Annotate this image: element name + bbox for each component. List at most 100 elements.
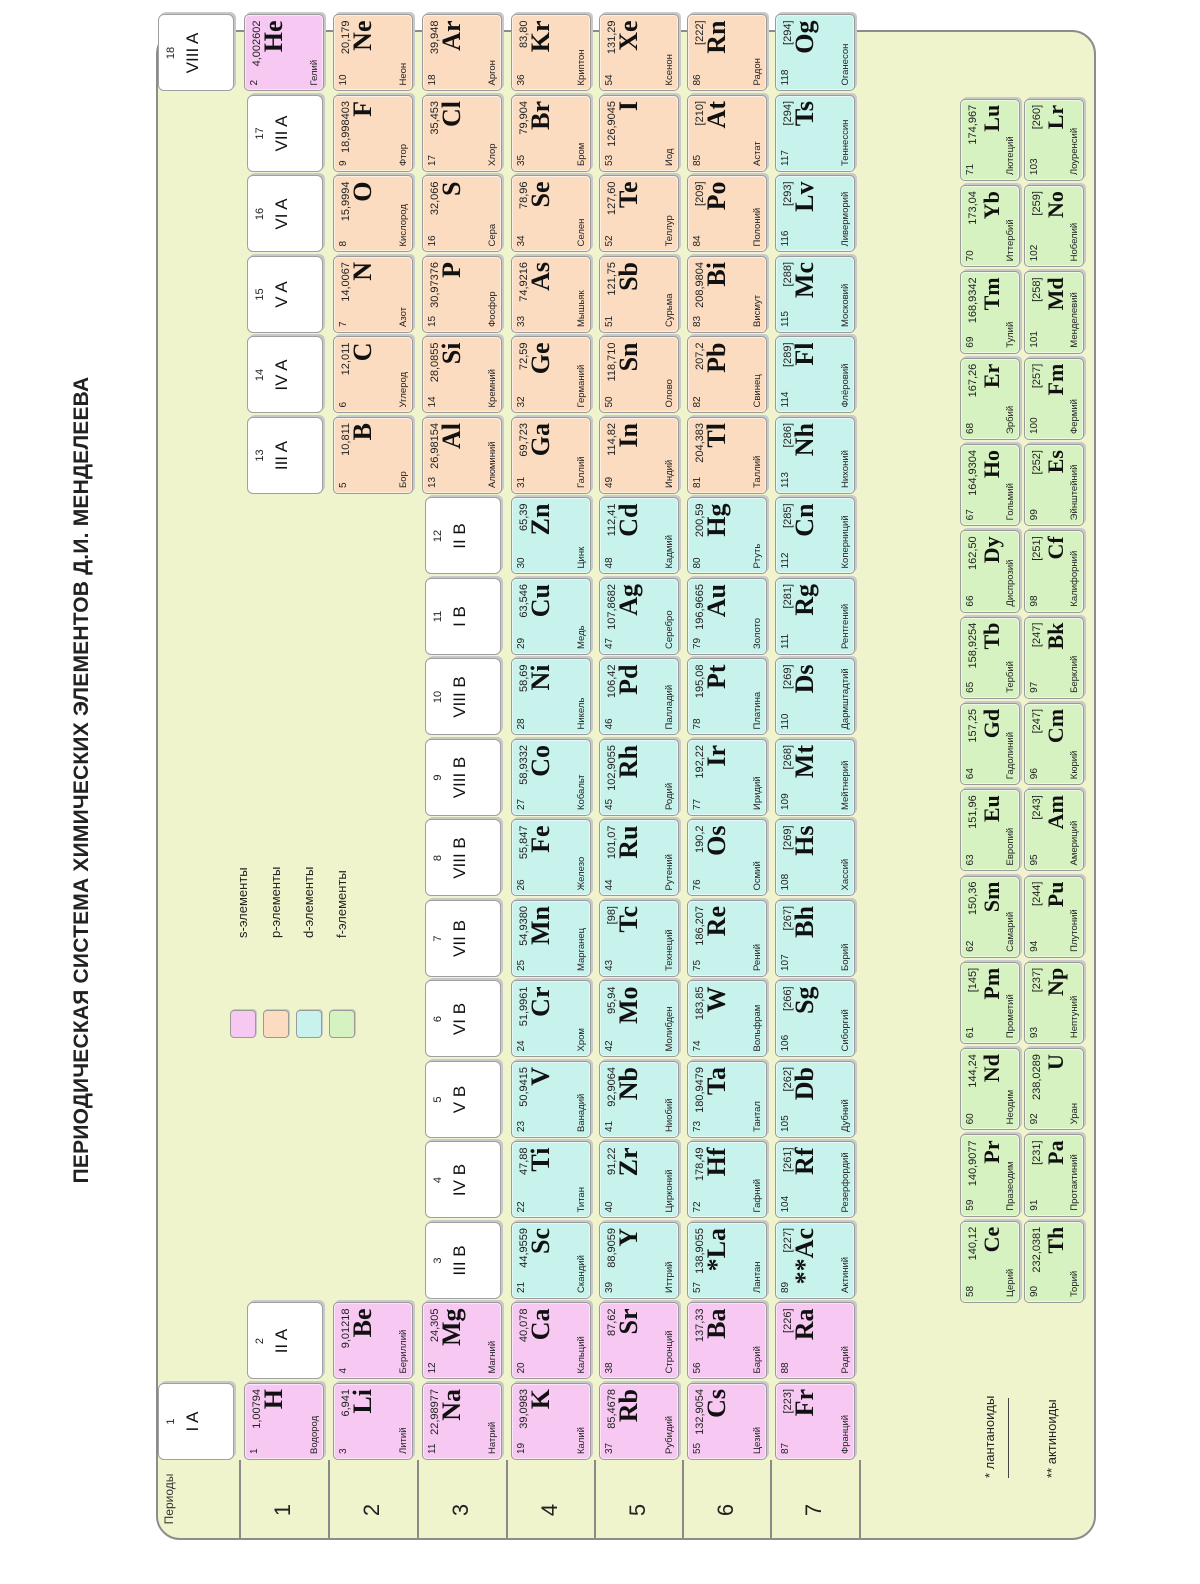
atomic-number: 48 <box>604 557 615 569</box>
element-name: Дубний <box>840 1099 851 1132</box>
atomic-number: 76 <box>692 879 703 891</box>
element-name: Коперниций <box>840 515 851 569</box>
period-divider <box>328 1460 330 1538</box>
element-symbol: F <box>348 101 377 117</box>
atomic-mass: 151,96 <box>967 795 979 829</box>
atomic-number: 58 <box>965 1285 976 1297</box>
atomic-number: 69 <box>965 336 976 348</box>
element-symbol: Si <box>437 342 466 365</box>
period-divider <box>682 1460 684 1538</box>
atomic-number: 11 <box>427 1443 438 1454</box>
group-number: 15 <box>254 288 266 301</box>
element-symbol: Cs <box>702 1389 731 1418</box>
element-symbol: Ba <box>702 1308 731 1339</box>
element-name: Протактиний <box>1069 1154 1080 1211</box>
atomic-number: 110 <box>780 713 791 730</box>
atomic-mass: 157,25 <box>967 708 979 743</box>
element-symbol: Mc <box>790 262 819 299</box>
atomic-number: 1 <box>249 1448 260 1454</box>
element-symbol: Yb <box>979 191 1004 220</box>
element-symbol: Y <box>614 1228 643 1247</box>
element-symbol: Kr <box>526 20 555 53</box>
element-name: Рений <box>752 943 763 971</box>
atomic-number: 96 <box>1029 768 1040 780</box>
element-symbol: Pr <box>979 1140 1004 1164</box>
element-symbol: Db <box>790 1067 819 1101</box>
atomic-number: 55 <box>692 1442 703 1454</box>
atomic-number: 87 <box>780 1442 791 1454</box>
atomic-number: 4 <box>338 1367 349 1374</box>
element-name: Стронций <box>664 1330 675 1374</box>
element-symbol: Nh <box>790 423 819 457</box>
element-symbol: Rn <box>702 20 731 54</box>
atomic-number: 90 <box>1029 1285 1040 1297</box>
atomic-number: 38 <box>604 1362 615 1374</box>
element-symbol: V <box>526 1067 555 1086</box>
group-label: VIII B <box>450 756 469 799</box>
element-symbol: Au <box>702 584 731 618</box>
atomic-mass: 173,04 <box>967 191 979 225</box>
atomic-number: 60 <box>965 1113 976 1125</box>
element-name: Плутоний <box>1069 909 1080 952</box>
atomic-number: 115 <box>780 311 791 327</box>
atomic-number: 100 <box>1029 417 1040 434</box>
element-name: Натрий <box>487 1421 498 1454</box>
group-number: 11 <box>432 610 444 623</box>
legend-label: p-элементы <box>268 866 283 938</box>
element-symbol: Zr <box>614 1147 643 1177</box>
atomic-number: 49 <box>604 476 615 488</box>
group-number: 6 <box>432 1015 444 1023</box>
atomic-mass: 168,9342 <box>967 277 979 324</box>
element-symbol: Ds <box>790 664 819 694</box>
atomic-mass: [247] <box>1031 708 1043 734</box>
atomic-number: 2 <box>249 79 260 86</box>
period-divider <box>594 1460 596 1538</box>
element-name: Кадмий <box>664 534 675 569</box>
element-name: Магний <box>487 1340 498 1374</box>
element-name: Платина <box>752 691 763 730</box>
element-name: Технеций <box>664 929 675 971</box>
element-name: Мышьяк <box>576 290 587 327</box>
element-name: Торий <box>1069 1270 1080 1297</box>
atomic-number: 80 <box>692 557 703 569</box>
atomic-number: 111 <box>780 633 791 649</box>
atomic-number: 66 <box>965 595 976 607</box>
period-number: 6 <box>713 1503 738 1517</box>
element-symbol: Cn <box>790 503 819 537</box>
element-name: Титан <box>576 1187 587 1213</box>
atomic-number: 29 <box>516 637 527 649</box>
element-name: Хром <box>576 1028 587 1052</box>
atomic-number: 14 <box>427 396 438 408</box>
group-number: 14 <box>254 368 266 382</box>
atomic-number: 52 <box>604 235 615 247</box>
atomic-number: 70 <box>965 250 976 262</box>
element-name: Литий <box>398 1427 409 1454</box>
group-number: 5 <box>432 1096 444 1103</box>
atomic-number: 12 <box>427 1362 438 1374</box>
